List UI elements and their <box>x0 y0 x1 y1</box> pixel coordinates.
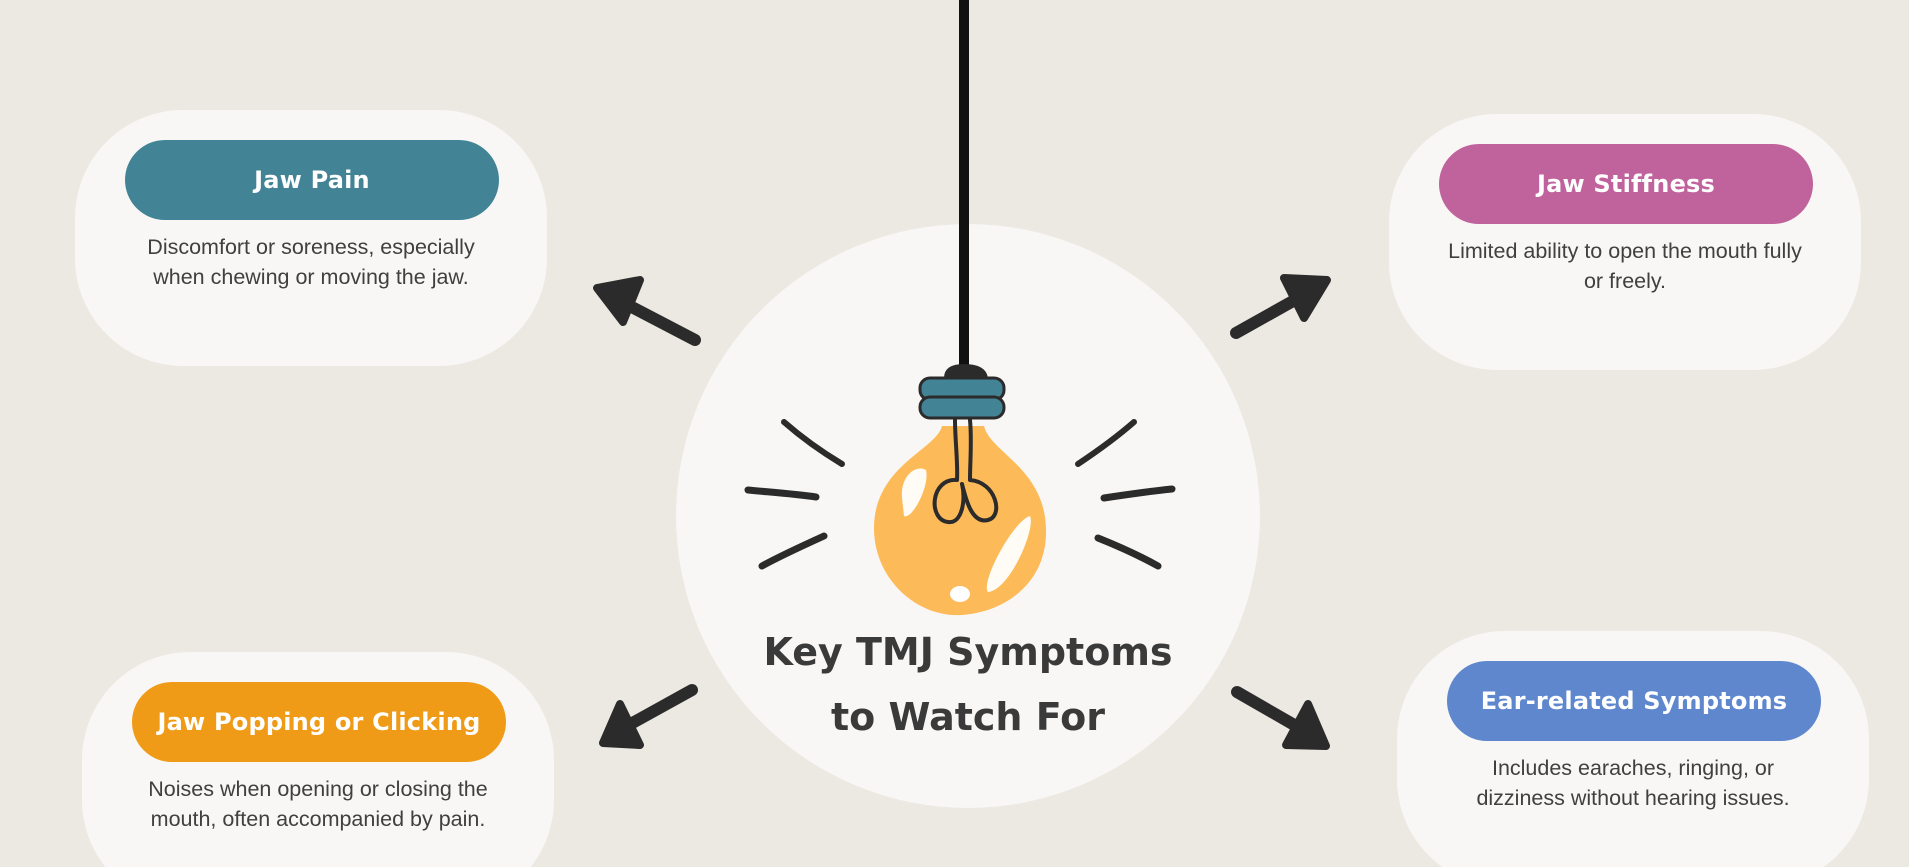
symptom-description-ear-related: Includes earaches, ringing, or dizziness… <box>1427 753 1839 813</box>
center-title: Key TMJ Symptoms to Watch For <box>730 620 1206 750</box>
description-line: when chewing or moving the jaw. <box>153 265 469 289</box>
bulb-highlight-right <box>986 516 1031 592</box>
bulb-filament <box>932 418 999 524</box>
description-line: Includes earaches, ringing, or <box>1491 756 1775 780</box>
bulb-cord <box>959 0 969 372</box>
light-rays <box>744 419 1176 570</box>
ray-right-bottom <box>1094 534 1162 570</box>
symptom-description-jaw-popping: Noises when opening or closing the mouth… <box>112 774 524 834</box>
symptom-title-ear-related: Ear-related Symptoms <box>1447 661 1821 741</box>
arrow-icon-bottom-right <box>1231 686 1330 750</box>
symptom-title-jaw-stiffness: Jaw Stiffness <box>1439 144 1813 224</box>
symptom-card-jaw-stiffness: Jaw Stiffness Limited ability to open th… <box>1389 114 1861 370</box>
symptom-card-jaw-popping: Jaw Popping or Clicking Noises when open… <box>82 652 554 867</box>
symptom-description-jaw-stiffness: Limited ability to open the mouth fully … <box>1419 236 1831 296</box>
symptom-description-jaw-pain: Discomfort or soreness, especially when … <box>105 232 517 292</box>
center-title-line-2: to Watch For <box>831 695 1105 739</box>
description-line: or freely. <box>1583 269 1667 293</box>
light-bulb-icon <box>874 364 1047 616</box>
description-line: Discomfort or soreness, especially <box>147 235 475 259</box>
arrow-icon-bottom-left <box>599 684 698 749</box>
symptom-card-jaw-pain: Jaw Pain Discomfort or soreness, especia… <box>75 110 547 366</box>
center-title-line-1: Key TMJ Symptoms <box>763 630 1173 674</box>
bulb-highlight-dot <box>950 586 970 602</box>
symptom-title-jaw-pain: Jaw Pain <box>125 140 499 220</box>
ray-left-bottom <box>758 532 828 570</box>
description-line: Noises when opening or closing the <box>148 777 488 801</box>
description-line: dizziness without hearing issues. <box>1476 786 1790 810</box>
bulb-socket-ring-2 <box>918 395 1006 420</box>
bulb-highlight-left <box>901 468 927 517</box>
bulb-cap-top <box>944 364 988 378</box>
arrow-icon-top-left <box>593 276 701 346</box>
arrow-icon-top-right <box>1230 274 1331 339</box>
description-line: Limited ability to open the mouth fully <box>1448 239 1802 263</box>
symptom-title-jaw-popping: Jaw Popping or Clicking <box>132 682 506 762</box>
ray-right-top <box>1075 419 1137 467</box>
ray-right-middle <box>1100 485 1176 502</box>
ray-left-middle <box>744 486 820 501</box>
symptom-card-ear-related: Ear-related Symptoms Includes earaches, … <box>1397 631 1869 867</box>
description-line: mouth, often accompanied by pain. <box>150 807 486 831</box>
ray-left-top <box>781 419 845 467</box>
